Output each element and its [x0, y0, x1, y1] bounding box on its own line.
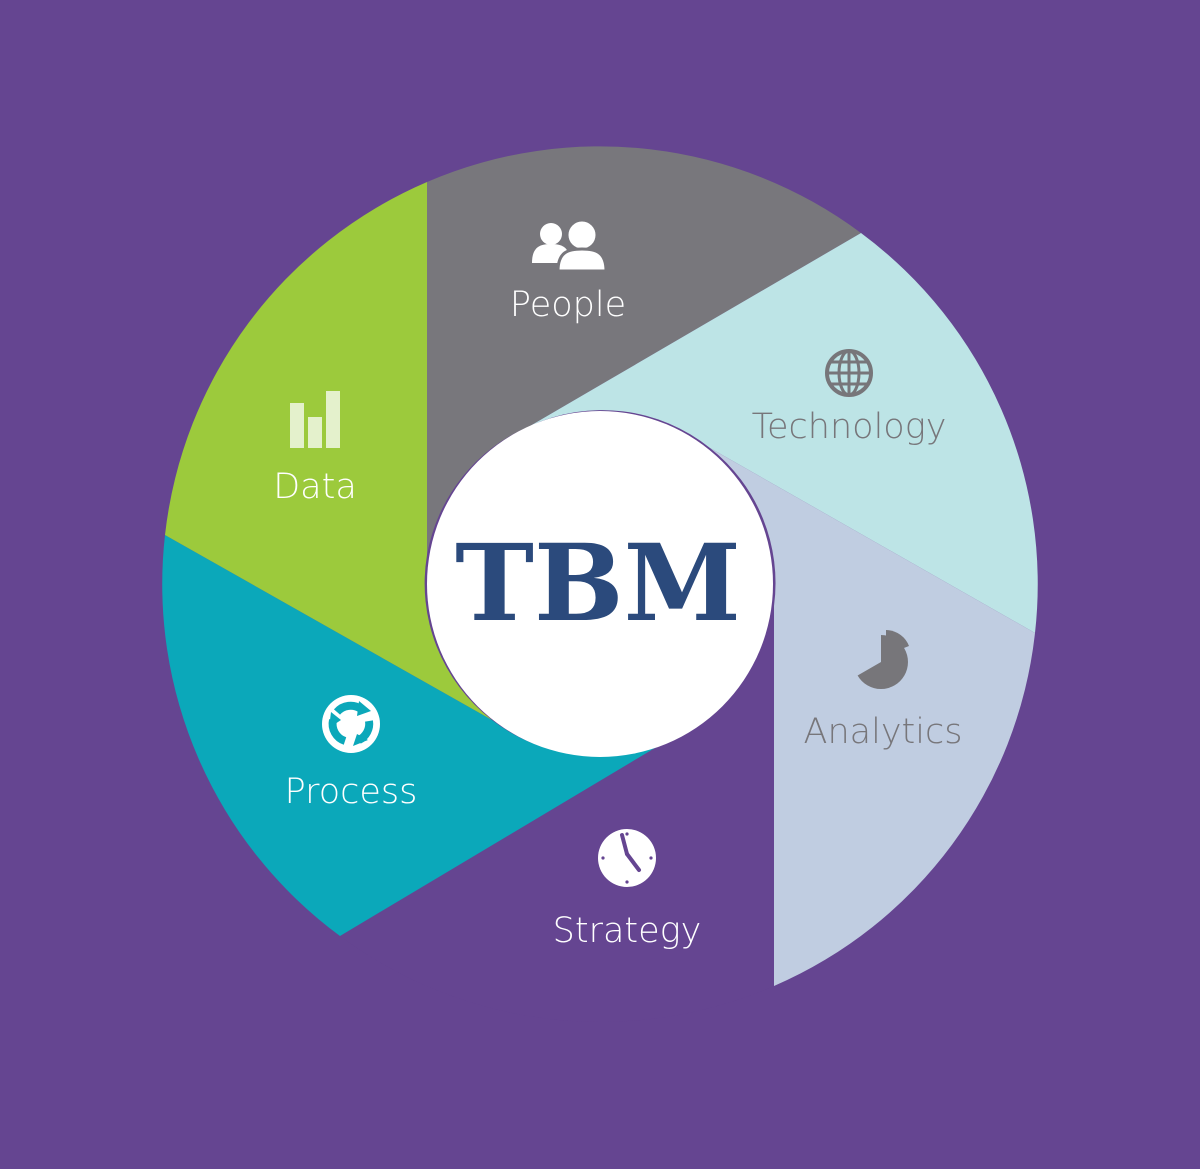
segment-analytics	[710, 448, 1035, 986]
segment-data	[165, 182, 492, 720]
clock-icon	[598, 829, 656, 887]
segment-label-data: Data	[273, 467, 357, 507]
segment-process	[162, 535, 666, 936]
globe-icon	[825, 349, 873, 397]
cycle-arrows-icon	[322, 695, 380, 753]
segment-strategy	[340, 606, 774, 1022]
tbm-hub	[427, 411, 773, 757]
segment-people	[427, 146, 861, 555]
pie-chart-icon	[857, 630, 909, 689]
people-icon	[532, 218, 608, 273]
hub-label: TBM	[455, 520, 741, 645]
segment-label-people: People	[510, 285, 626, 325]
segment-label-analytics: Analytics	[804, 712, 963, 752]
segment-label-technology: Technology	[752, 407, 947, 447]
bar-chart-icon	[290, 391, 340, 448]
segment-label-strategy: Strategy	[553, 911, 702, 951]
segment-label-process: Process	[285, 772, 418, 812]
segment-technology	[530, 233, 1038, 633]
